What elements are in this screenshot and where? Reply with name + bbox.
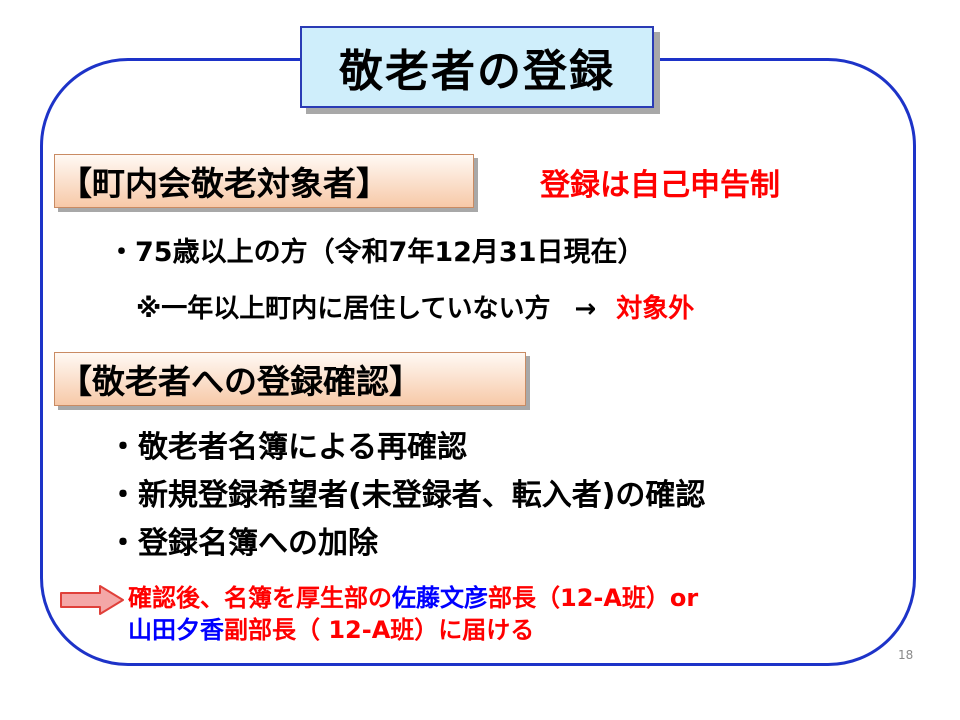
section-heading-confirmation: 【敬老者への登録確認】 [54,352,526,406]
confirmation-list: ・敬老者名簿による再確認 ・新規登録希望者(未登録者、転入者)の確認 ・登録名簿… [108,424,705,568]
list-item: ・敬老者名簿による再確認 [108,430,468,465]
contact-note: 確認後、名簿を厚生部の佐藤文彦部長（12-A班）or 山田夕香副部長（ 12-A… [128,582,698,646]
right-arrow-glyph: → [574,294,597,324]
eligibility-bullet: ・75歳以上の方（令和7年12月31日現在） [108,237,645,268]
contact-note-line1: 確認後、名簿を厚生部の佐藤文彦部長（12-A班）or [128,582,698,614]
exclusion-text: ※一年以上町内に居住していない方 [136,294,551,324]
contact-note-line2: 山田夕香副部長（ 12-A班）に届ける [128,614,698,646]
exclusion-line: ※一年以上町内に居住していない方 → 対象外 [136,288,694,325]
deputy-name: 山田夕香 [128,616,224,644]
page-number: 18 [898,648,914,662]
note-text: 副部長（ 12-A班）に届ける [224,616,535,644]
note-text: 部長（12-A班）or [488,584,699,612]
director-name: 佐藤文彦 [392,584,488,612]
slide-title: 敬老者の登録 [300,26,654,108]
section-heading-eligibility: 【町内会敬老対象者】 [54,154,474,208]
list-item: ・新規登録希望者(未登録者、転入者)の確認 [108,478,706,513]
right-arrow-icon [60,585,124,615]
self-registration-note: 登録は自己申告制 [540,168,780,203]
exclusion-result: 対象外 [616,294,695,324]
note-text: 確認後、名簿を厚生部の [128,584,392,612]
list-item: ・登録名簿への加除 [108,526,378,561]
